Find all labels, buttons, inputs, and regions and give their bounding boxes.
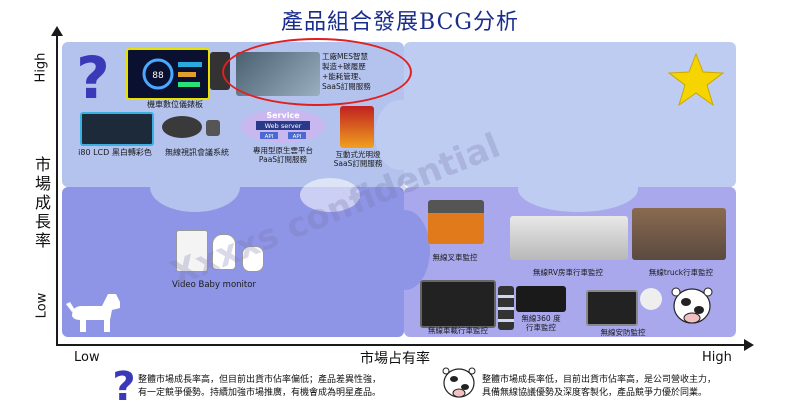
lcd-product-image [80,112,154,146]
svg-text:API: API [265,134,274,140]
dashboard-product-image: 88 [126,48,210,100]
quadrant-star [404,42,736,187]
cow-icon [668,282,716,330]
product-label: 機車數位儀錶板 [147,100,203,109]
legend-question-icon: ? [110,364,138,410]
svg-text:Web server: Web server [265,122,302,130]
security-product-image [586,290,638,326]
dog-icon [66,286,126,334]
x-axis-title: 市場占有率 [360,351,430,367]
product-label: 互動式光明燈 SaaS訂閱服務 [333,150,383,168]
puzzle-knob [300,178,360,212]
puzzle-knob [518,166,638,212]
legend-question-text: 整體市場成長率高，但目前出貨市佔率偏低；產品差異性強， 有一定競爭優勢。持續加強… [138,375,382,398]
x-high-label: High [702,350,732,365]
service-cloud-graphic: Service Web server API API [240,108,326,144]
question-mark-icon: ? [70,44,116,112]
conference-product-image [162,116,202,138]
x-low-label: Low [74,350,100,365]
baby-monitor-camera-image [242,246,264,272]
y-axis-title: 市場成長率 [34,155,51,250]
y-high-label: High [33,52,49,83]
y-axis [56,34,58,346]
legend-cow-icon [440,364,478,402]
vehicle-monitor-product-image [420,280,496,328]
360-monitor-product-image [516,286,566,312]
svg-text:?: ? [112,364,135,404]
svg-text:API: API [293,134,302,140]
y-axis-arrow [51,26,63,36]
baby-monitor-camera-image [212,234,236,270]
product-label: 無線車載行車監控 [428,326,488,335]
product-label: 無線RV房車行車監控 [533,268,603,277]
product-label: 無線360 度 行車監控 [521,314,561,332]
product-label: 無線truck行車監控 [648,268,714,277]
conference-camera-image [206,120,220,136]
product-label: 無線叉車監控 [432,253,478,262]
star-icon [666,52,726,108]
legend-cow-text: 整體市場成長率低，目前出貨市佔率高，是公司營收主力， 具備無線協議優勢及深度客製… [482,375,717,398]
y-low-label: Low [34,292,50,319]
forklift-product-image [428,200,484,244]
product-label: i80 LCD 黑白轉彩色 [78,148,152,157]
baby-monitor-product-image [176,230,208,272]
highlight-ellipse [222,38,412,106]
lantern-product-image [340,106,374,148]
360-camera-product-image [498,286,514,330]
puzzle-knob [375,100,425,170]
svg-text:88: 88 [152,71,164,81]
x-axis [56,344,746,346]
security-camera-image [640,288,662,310]
svg-text:?: ? [76,46,110,106]
rv-product-image [510,216,628,260]
product-label: 無線安防監控 [600,328,646,337]
svg-text:Service: Service [266,111,300,120]
product-label: 無線視訊會議系統 [165,148,229,157]
x-axis-arrow [744,339,754,351]
puzzle-knob [150,162,240,212]
puzzle-knob [380,210,430,290]
product-label: 專用型原生雲平台 PaaS訂閱服務 [253,146,313,164]
page-title: 產品組合發展BCG分析 [281,10,519,35]
truck-product-image [632,208,726,260]
product-label: Video Baby monitor [172,280,256,290]
